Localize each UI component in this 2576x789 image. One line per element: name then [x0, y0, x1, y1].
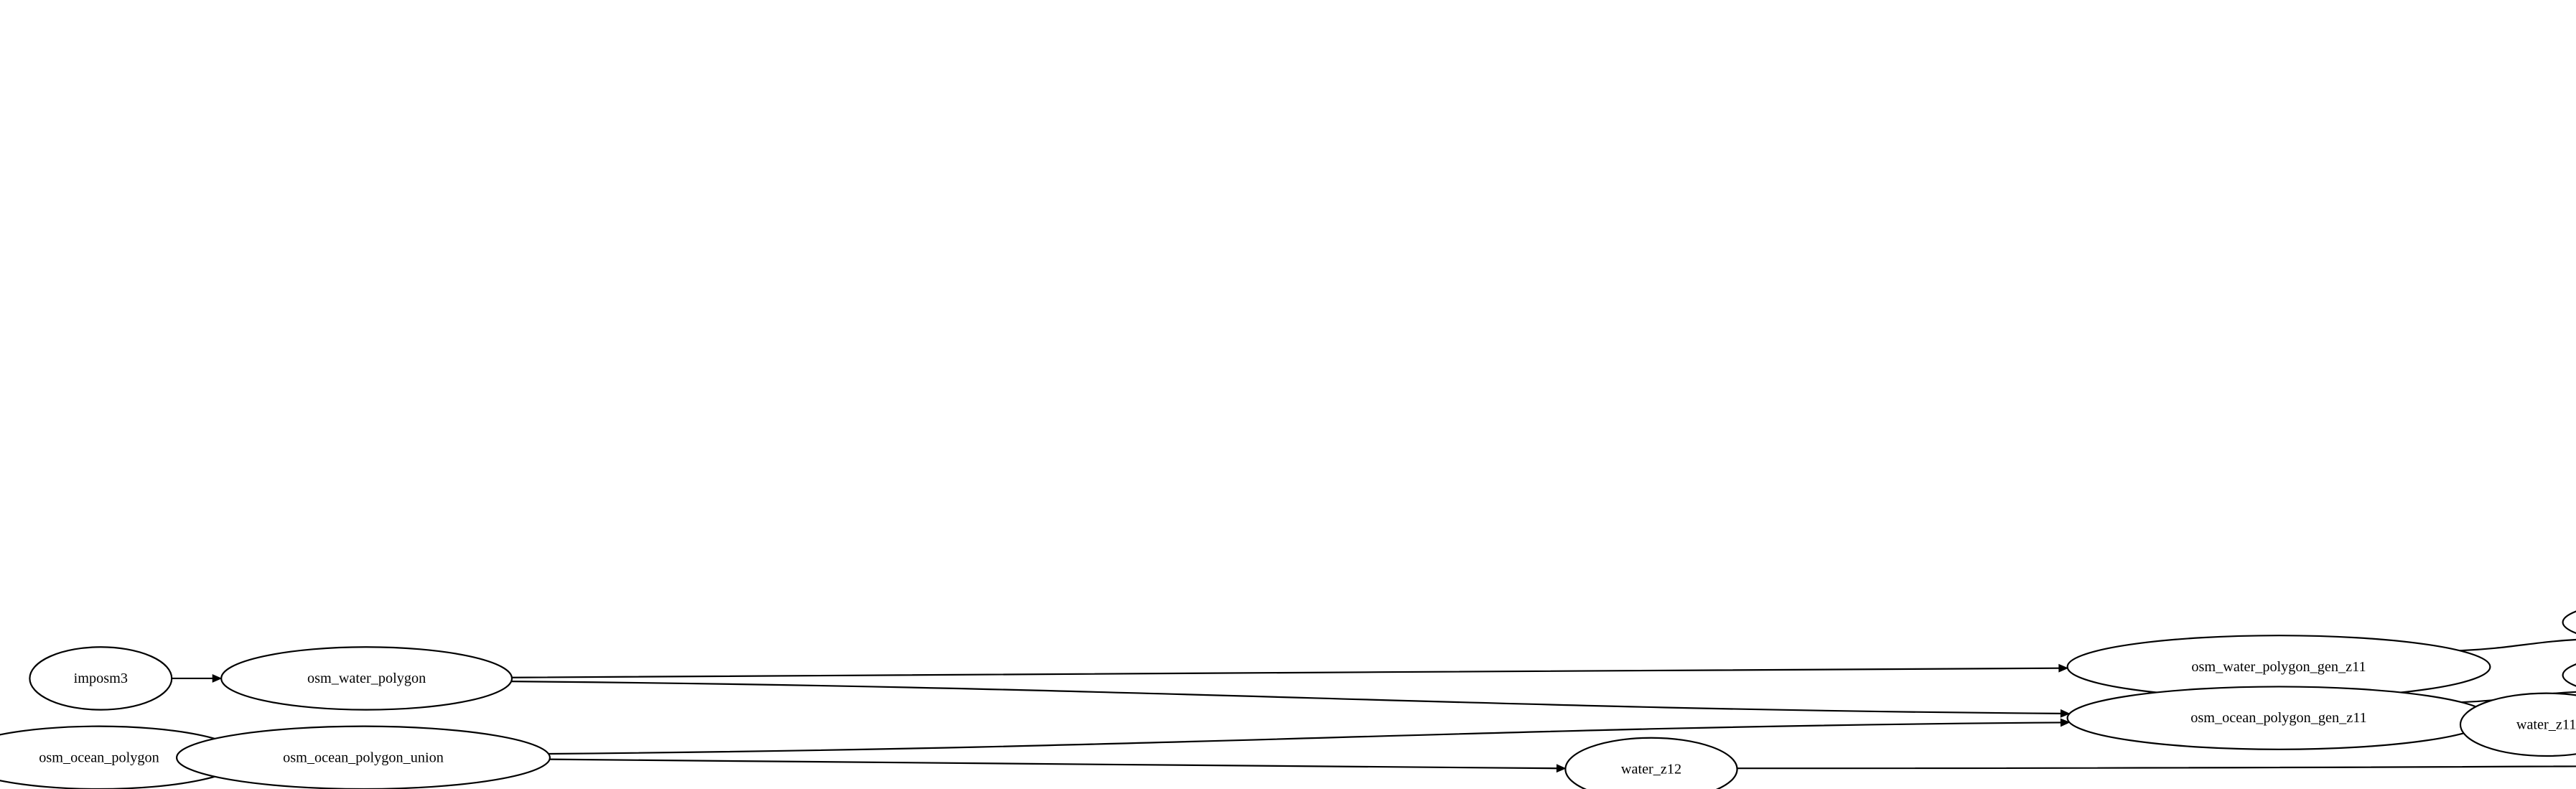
node-water_z12[interactable]: water_z12: [1564, 737, 1738, 789]
node-label: osm_water_polygon: [307, 671, 426, 686]
node-label: water_z12: [1621, 761, 1681, 777]
node-ellipse: [2562, 663, 2576, 687]
arrow-head-icon: [2058, 663, 2069, 673]
node-osm_ocean_polygon[interactable]: osm_ocean_polygon: [0, 725, 246, 789]
node-osm_water_polygon[interactable]: osm_water_polygon: [220, 646, 513, 711]
node-ellipse: [2459, 692, 2576, 757]
edge-osm_ocean_polygon_union-to-water_z12: [549, 758, 1557, 770]
node-label: osm_ocean_polygon: [39, 750, 159, 765]
node-osm_ocean_polygon_gen_z10[interactable]: osm_ocean_polygon_gen_z10: [2562, 644, 2576, 706]
node-imposm3[interactable]: imposm3: [29, 646, 173, 711]
arrow-head-icon: [2060, 718, 2071, 727]
node-osm_water_polygon_gen_z11[interactable]: osm_water_polygon_gen_z11: [2066, 635, 2491, 699]
edge-osm_water_polygon-to-osm_water_polygon_gen_z11: [511, 667, 2059, 678]
node-osm_water_polygon_gen_z10[interactable]: osm_water_polygon_gen_z10: [2562, 591, 2576, 653]
node-label: water_z11: [2516, 716, 2576, 732]
node-osm_ocean_polygon_union[interactable]: osm_ocean_polygon_union: [176, 725, 551, 789]
node-ellipse: [29, 646, 173, 711]
arrow-head-icon: [1556, 764, 1567, 773]
node-water_z11[interactable]: water_z11: [2459, 692, 2576, 757]
node-ellipse: [1564, 737, 1738, 789]
node-label: imposm3: [74, 671, 128, 686]
node-ellipse: [2562, 610, 2576, 635]
node-ellipse: [176, 725, 551, 789]
arrow-head-icon: [2060, 709, 2071, 718]
node-osm_ocean_polygon_gen_z11[interactable]: osm_ocean_polygon_gen_z11: [2066, 686, 2491, 750]
arrow-head-icon: [212, 673, 223, 683]
node-label: osm_ocean_polygon_gen_z11: [2190, 710, 2366, 726]
edge-osm_ocean_polygon_union-to-osm_ocean_polygon_gen_z11: [548, 722, 2061, 755]
node-label: osm_ocean_polygon_union: [283, 750, 444, 765]
node-label: osm_water_polygon_gen_z11: [2191, 659, 2366, 675]
node-ellipse: [220, 646, 513, 711]
edge-osm_water_polygon-to-osm_ocean_polygon_gen_z11: [511, 681, 2061, 714]
edge-osm_water_polygon_gen_z11-to-osm_water_polygon_gen_z10: [2459, 638, 2576, 652]
